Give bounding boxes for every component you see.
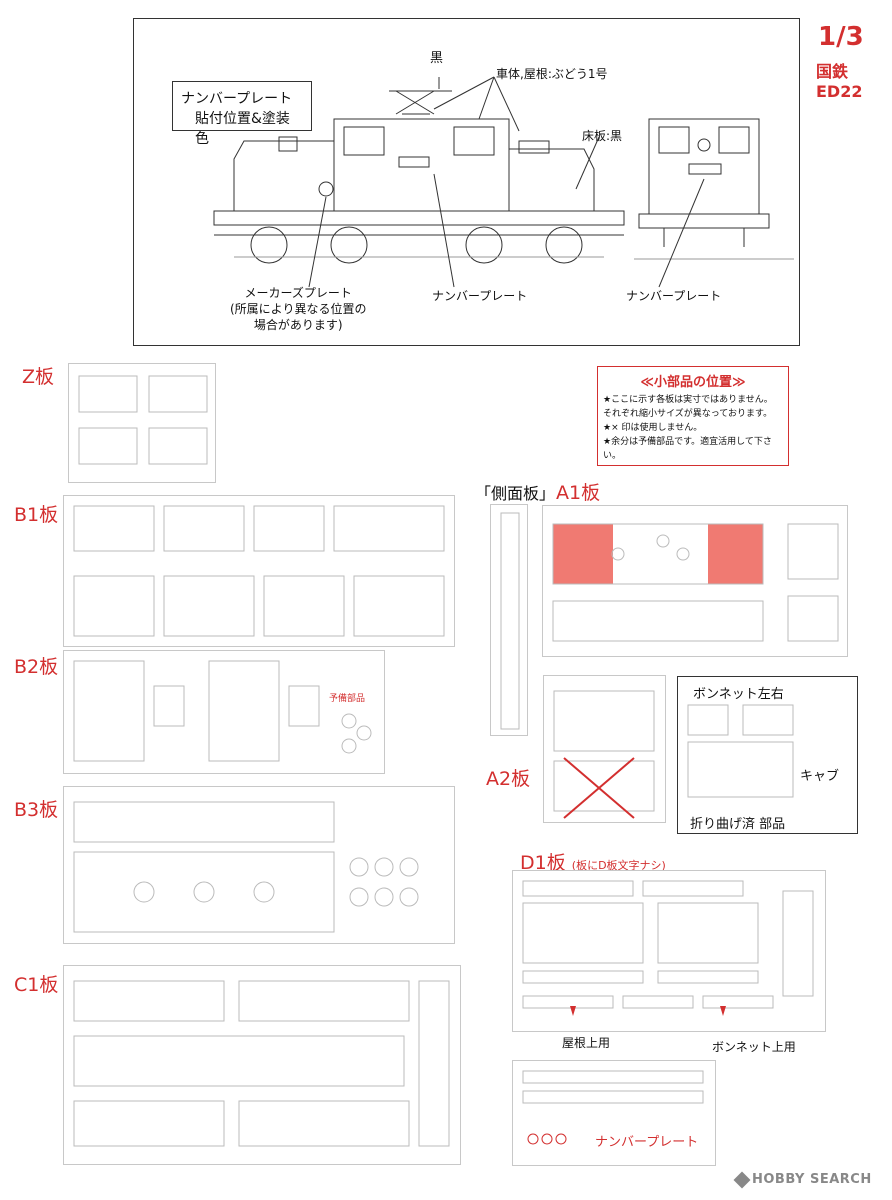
brand-icon xyxy=(733,1171,751,1188)
bonnet-use-label: ボンネット上用 xyxy=(712,1040,796,1054)
number-plate-label: ナンバープレート xyxy=(595,1135,699,1150)
side-panel-parts xyxy=(500,512,520,730)
b1-sheet-label: B1板 xyxy=(14,504,59,526)
floor-color-label: 床板:黒 xyxy=(582,129,623,143)
paint-title-box: ナンバープレート 貼付位置&塗装色 xyxy=(172,81,312,147)
z-sheet-parts xyxy=(78,375,208,465)
side-panel-label: 「側面板」 xyxy=(475,484,556,503)
c1-sheet-parts xyxy=(73,980,450,1147)
notes-line: それぞれ縮小サイズが異なっております。 xyxy=(603,409,773,419)
bonnet-lr-label: ボンネット左右 xyxy=(693,687,784,702)
brand-logo: HOBBY SEARCH xyxy=(733,1171,872,1188)
pantograph-color-label: 黒 xyxy=(430,51,444,66)
notes-line: ★ここに示す各板は実寸ではありません。 xyxy=(603,395,773,405)
maker-plate-line3: 場合があります) xyxy=(253,318,343,332)
notes-line: ★× 印は使用しません。 xyxy=(603,423,703,433)
d1-sheet-note: (板にD板文字ナシ) xyxy=(571,859,666,872)
number-plate-side-label: ナンバープレート xyxy=(432,289,528,303)
a2-sheet-label: A2板 xyxy=(486,768,531,790)
plate-marks xyxy=(527,1133,567,1145)
d1-sheet-label: D1板 (板にD板文字ナシ) xyxy=(520,848,666,875)
d1-sheet-parts xyxy=(522,880,814,1016)
a1-sheet-label: A1板 xyxy=(556,482,601,504)
bent-parts-drawing xyxy=(687,704,794,798)
bent-parts-label: 折り曲げ済 部品 xyxy=(690,817,786,832)
a1-sheet-parts xyxy=(552,523,839,642)
page-number: 1/3 xyxy=(818,22,864,52)
cab-label: キャブ xyxy=(800,769,840,784)
maker-plate-label: メーカーズプレート (所属により異なる位置の 場合があります) xyxy=(230,285,366,333)
number-plate-sheet: ナンバープレート xyxy=(512,1060,716,1166)
b2-sheet-label: B2板 xyxy=(14,656,59,678)
locomotive-drawing xyxy=(213,76,794,288)
b2-sheet-parts xyxy=(73,660,372,762)
b3-sheet-parts xyxy=(73,801,419,933)
unused-cross-mark xyxy=(563,757,635,819)
d1-sheet xyxy=(512,870,826,1032)
b3-sheet xyxy=(63,786,455,944)
c1-sheet xyxy=(63,965,461,1165)
paint-title-line1: ナンバープレート xyxy=(181,91,293,107)
pointer-arrows xyxy=(570,1006,726,1016)
z-sheet xyxy=(68,363,216,483)
b2-sheet: 予備部品 xyxy=(63,650,385,774)
notes-line: ★余分は予備部品です。適宜活用して下さい。 xyxy=(603,437,772,461)
b1-sheet-parts xyxy=(73,505,445,637)
model-name: 国鉄ED22 xyxy=(816,62,863,101)
number-plate-parts xyxy=(522,1070,704,1145)
notes-title: ≪小部品の位置≫ xyxy=(640,375,746,390)
b1-sheet xyxy=(63,495,455,647)
z-sheet-label: Z板 xyxy=(22,366,55,388)
roof-use-label: 屋根上用 xyxy=(562,1036,611,1050)
maker-plate-line1: メーカーズプレート xyxy=(244,286,352,300)
paint-title-line2: 貼付位置&塗装色 xyxy=(195,111,290,147)
a1-sheet xyxy=(542,505,848,657)
b3-sheet-label: B3板 xyxy=(14,799,59,821)
a2-sheet xyxy=(543,675,666,823)
paint-diagram-frame: ナンバープレート 貼付位置&塗装色 黒 車体,屋根:ぶどう1号 床板:黒 メーカ… xyxy=(133,18,800,346)
brand-text: HOBBY SEARCH xyxy=(752,1172,872,1187)
b2-spare-parts-label: 予備部品 xyxy=(329,694,366,704)
c1-sheet-label: C1板 xyxy=(14,974,59,996)
d1-sheet-title: D1板 xyxy=(520,852,566,874)
a2-sheet-parts xyxy=(553,690,655,819)
number-plate-front-label: ナンバープレート xyxy=(626,289,722,303)
bent-parts-frame: ボンネット左右 キャブ 折り曲げ済 部品 xyxy=(677,676,858,834)
body-color-label: 車体,屋根:ぶどう1号 xyxy=(496,67,608,81)
side-panel-sheet xyxy=(490,504,528,736)
maker-plate-line2: (所属により異なる位置の xyxy=(230,302,367,316)
small-parts-notes: ≪小部品の位置≫ ★ここに示す各板は実寸ではありません。 それぞれ縮小サイズが異… xyxy=(597,366,789,466)
